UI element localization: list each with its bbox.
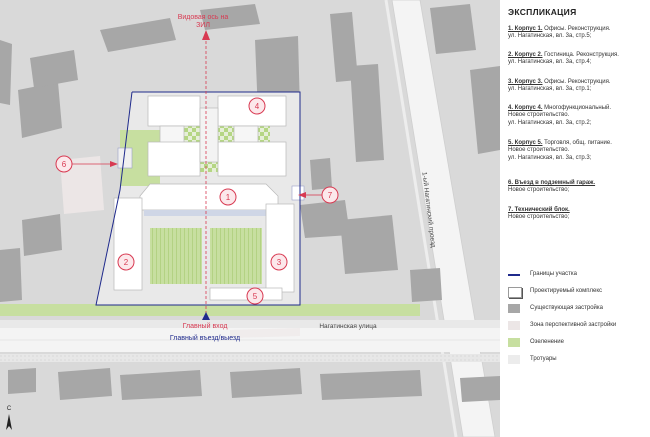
view-axis-label-line2: ЗИЛ <box>196 22 210 29</box>
key-site-boundary: Границы участка <box>508 270 648 280</box>
corpus-1-facade <box>144 210 276 216</box>
building-swatch-icon <box>508 287 522 298</box>
key-greenery: Озеленение <box>508 338 648 348</box>
courtyard-east-path <box>210 220 262 228</box>
legend-entry-4: 4. Корпус 4. Многофункциональный. Новое … <box>508 105 612 126</box>
marker-3[interactable]: 3 <box>270 253 288 271</box>
site-boundary <box>95 91 301 306</box>
north-arrow-icon: С <box>6 406 12 430</box>
legend-entry-2: 2. Корпус 2. Гостиница. Реконструкция. у… <box>508 52 619 66</box>
legend-title: ЭКСПЛИКАЦИЯ <box>508 7 577 17</box>
marker-4[interactable]: 4 <box>248 97 266 115</box>
key-sidewalks: Тротуары <box>508 355 648 365</box>
corpus-4-buildings <box>147 95 287 177</box>
corpus-5-building <box>209 287 283 301</box>
key-perspective-zone: Зона перспективной застройки <box>508 321 648 331</box>
existing-swatch-icon <box>508 304 520 313</box>
marker-5[interactable]: 5 <box>246 287 264 305</box>
svg-text:5: 5 <box>253 292 258 301</box>
site-plan-map: Видовая ось на ЗИЛ Главный вход Главный … <box>0 0 500 437</box>
courtyard-east <box>210 228 262 284</box>
view-axis-label-line1: Видовая ось на <box>178 14 229 21</box>
sidewalk-swatch-icon <box>508 355 520 364</box>
marker-6[interactable]: 6 <box>55 155 118 173</box>
line-swatch-icon <box>508 274 520 276</box>
svg-text:1: 1 <box>226 193 231 202</box>
svg-text:3: 3 <box>277 258 282 267</box>
corpus-2-building <box>113 197 143 291</box>
courtyard-west-path <box>150 220 202 228</box>
legend-entry-5: 5. Корпус 5. Торговля, общ. питание. Нов… <box>508 140 612 161</box>
svg-text:7: 7 <box>328 191 333 200</box>
technical-block-7 <box>291 185 305 201</box>
legend-panel: ЭКСПЛИКАЦИЯ 1. Корпус 1. Офисы. Реконстр… <box>500 0 650 437</box>
view-axis-arrowhead <box>202 30 210 40</box>
marker-7[interactable]: 7 <box>298 186 339 204</box>
legend-entry-1: 1. Корпус 1. Офисы. Реконструкция. ул. Н… <box>508 26 611 40</box>
existing-buildings <box>0 4 500 402</box>
svg-text:6: 6 <box>62 160 67 169</box>
legend-entry-3: 3. Корпус 3. Офисы. Реконструкция. ул. Н… <box>508 79 611 93</box>
main-driveway-arrow-icon <box>202 312 210 320</box>
perspective-swatch-icon <box>508 321 520 330</box>
marker-1[interactable]: 1 <box>219 188 237 206</box>
corpus-3-building <box>265 203 295 293</box>
south-street-label: Нагатинская улица <box>319 323 377 330</box>
corpus-1-building <box>139 183 279 211</box>
key-existing-buildings: Существующая застройка <box>508 304 648 314</box>
compass-label: С <box>7 406 12 412</box>
railway-strip <box>0 354 500 362</box>
main-entrance-label: Главный вход <box>183 322 228 330</box>
south-green-strip <box>0 304 420 316</box>
main-driveway-label: Главный въезд/выезд <box>170 334 240 342</box>
courtyard-west <box>150 228 202 284</box>
svg-text:2: 2 <box>124 258 129 267</box>
marker-2[interactable]: 2 <box>117 253 135 271</box>
perspective-zones <box>60 156 300 338</box>
east-road-sidewalk <box>384 0 458 437</box>
legend-entry-6: 6. Въезд в подземный гараж. Новое строит… <box>508 180 596 194</box>
svg-text:4: 4 <box>255 102 260 111</box>
greenery-swatch-icon <box>508 338 520 347</box>
south-sidewalk <box>0 320 500 328</box>
legend-entry-7: 7. Технический блок. Новое строительство… <box>508 207 570 221</box>
key-projected-complex: Проектируемый комплекс <box>508 287 648 298</box>
